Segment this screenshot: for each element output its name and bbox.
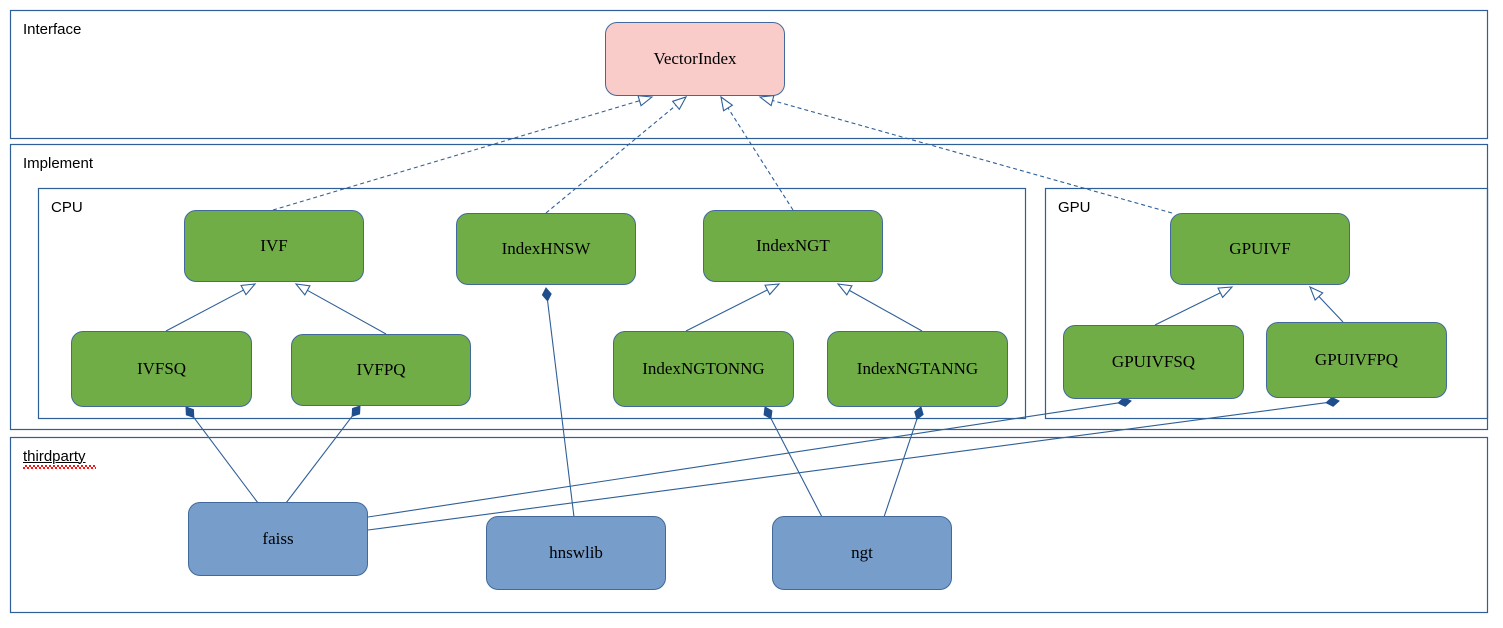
group-frame-gpu <box>1044 187 1489 420</box>
edge-e3-generalization <box>720 95 794 211</box>
class-node-label: GPUIVFPQ <box>1314 350 1399 369</box>
edge-e17-composition <box>367 396 1340 531</box>
edge-line <box>307 289 387 335</box>
group-frames <box>9 9 1489 614</box>
edge-e14-composition <box>763 406 823 518</box>
relationship-edges <box>165 94 1344 531</box>
edge-e2-generalization <box>545 96 688 214</box>
class-node-ivfpq[interactable]: IVFPQ <box>291 334 471 406</box>
edge-e10-generalization <box>1308 285 1344 323</box>
class-node-gpuivfsq[interactable]: GPUIVFSQ <box>1063 325 1244 399</box>
edge-line <box>367 402 1327 531</box>
edge-e4-generalization <box>758 94 1173 214</box>
generalization-arrowhead <box>294 283 311 296</box>
group-label-cpu: CPU <box>51 199 83 216</box>
edge-line <box>545 104 677 214</box>
class-node-label: IVFPQ <box>356 360 406 379</box>
class-node-label: IndexNGT <box>756 236 830 255</box>
class-node-vectorindex[interactable]: VectorIndex <box>605 22 785 96</box>
class-node-label: VectorIndex <box>653 49 737 68</box>
class-node-label: IVFSQ <box>136 359 187 378</box>
edge-line <box>770 418 823 518</box>
composition-diamond <box>914 406 924 421</box>
edge-e7-generalization <box>685 283 781 332</box>
class-node-indexhnsw[interactable]: IndexHNSW <box>456 213 636 285</box>
class-node-label: ngt <box>851 543 873 562</box>
generalization-arrowhead <box>764 283 781 296</box>
composition-diamond <box>185 406 195 419</box>
edge-line <box>772 99 1173 214</box>
class-node-ivfsq[interactable]: IVFSQ <box>71 331 252 407</box>
group-label-interface: Interface <box>23 21 82 38</box>
edge-e16-composition <box>367 397 1132 518</box>
composition-diamond <box>763 406 773 420</box>
edge-line <box>1154 292 1221 326</box>
edge-e6-generalization <box>294 283 387 335</box>
edge-e13-composition <box>541 287 575 518</box>
class-node-label: GPUIVF <box>1229 239 1291 258</box>
edge-e5-generalization <box>165 283 257 332</box>
edge-e11-composition <box>185 406 259 504</box>
composition-diamond <box>351 405 361 418</box>
composition-diamond <box>541 287 552 302</box>
group-label-implement: Implement <box>23 155 94 172</box>
edge-line <box>849 289 923 332</box>
generalization-arrowhead <box>836 283 853 296</box>
class-node-label: IndexNGTONNG <box>642 359 765 378</box>
generalization-arrowhead <box>637 95 654 107</box>
class-node-indexngtonng[interactable]: IndexNGTONNG <box>613 331 794 407</box>
group-frame-cpu <box>37 187 1027 420</box>
class-node-gpuivfpq[interactable]: GPUIVFPQ <box>1266 322 1447 398</box>
generalization-arrowhead <box>720 95 734 112</box>
edge-line <box>1318 296 1344 323</box>
class-node-hnswlib[interactable]: hnswlib <box>486 516 666 590</box>
class-node-label: GPUIVFSQ <box>1111 352 1196 371</box>
edge-e9-generalization <box>1154 286 1234 326</box>
generalization-arrowhead <box>758 94 775 107</box>
group-frame-thirdparty <box>9 436 1489 614</box>
generalization-arrowhead <box>1217 286 1234 299</box>
group-frame-interface <box>9 9 1489 140</box>
edge-line <box>883 419 918 518</box>
class-node-ivf[interactable]: IVF <box>184 210 364 282</box>
edge-e12-composition <box>285 405 361 504</box>
edge-line <box>165 289 244 332</box>
edge-line <box>272 100 640 211</box>
edge-line <box>727 107 794 211</box>
class-node-label: hnswlib <box>549 543 603 562</box>
spellcheck-squiggle-thirdparty <box>23 465 96 469</box>
group-label-gpu: GPU <box>1058 199 1091 216</box>
edge-line <box>685 289 768 332</box>
class-node-label: IVF <box>260 236 288 255</box>
edge-line <box>547 300 575 518</box>
group-label-thirdparty: thirdparty <box>23 448 86 465</box>
class-node-label: faiss <box>262 529 294 548</box>
edge-line <box>285 416 353 504</box>
edge-line <box>367 402 1119 518</box>
edge-e15-composition <box>883 406 924 518</box>
class-node-label: IndexNGTANNG <box>856 359 979 378</box>
class-node-gpuivf[interactable]: GPUIVF <box>1170 213 1350 285</box>
generalization-arrowhead <box>240 283 257 296</box>
generalization-arrowhead <box>1308 285 1324 301</box>
class-node-indexngt[interactable]: IndexNGT <box>703 210 883 282</box>
generalization-arrowhead <box>671 96 688 111</box>
class-node-faiss[interactable]: faiss <box>188 502 368 576</box>
composition-diamond <box>1325 396 1340 407</box>
edge-line <box>193 417 259 504</box>
class-node-indexngtanng[interactable]: IndexNGTANNG <box>827 331 1008 407</box>
class-node-label: IndexHNSW <box>501 239 591 258</box>
edge-e8-generalization <box>836 283 923 332</box>
class-node-ngt[interactable]: ngt <box>772 516 952 590</box>
edge-e1-generalization <box>272 95 654 211</box>
